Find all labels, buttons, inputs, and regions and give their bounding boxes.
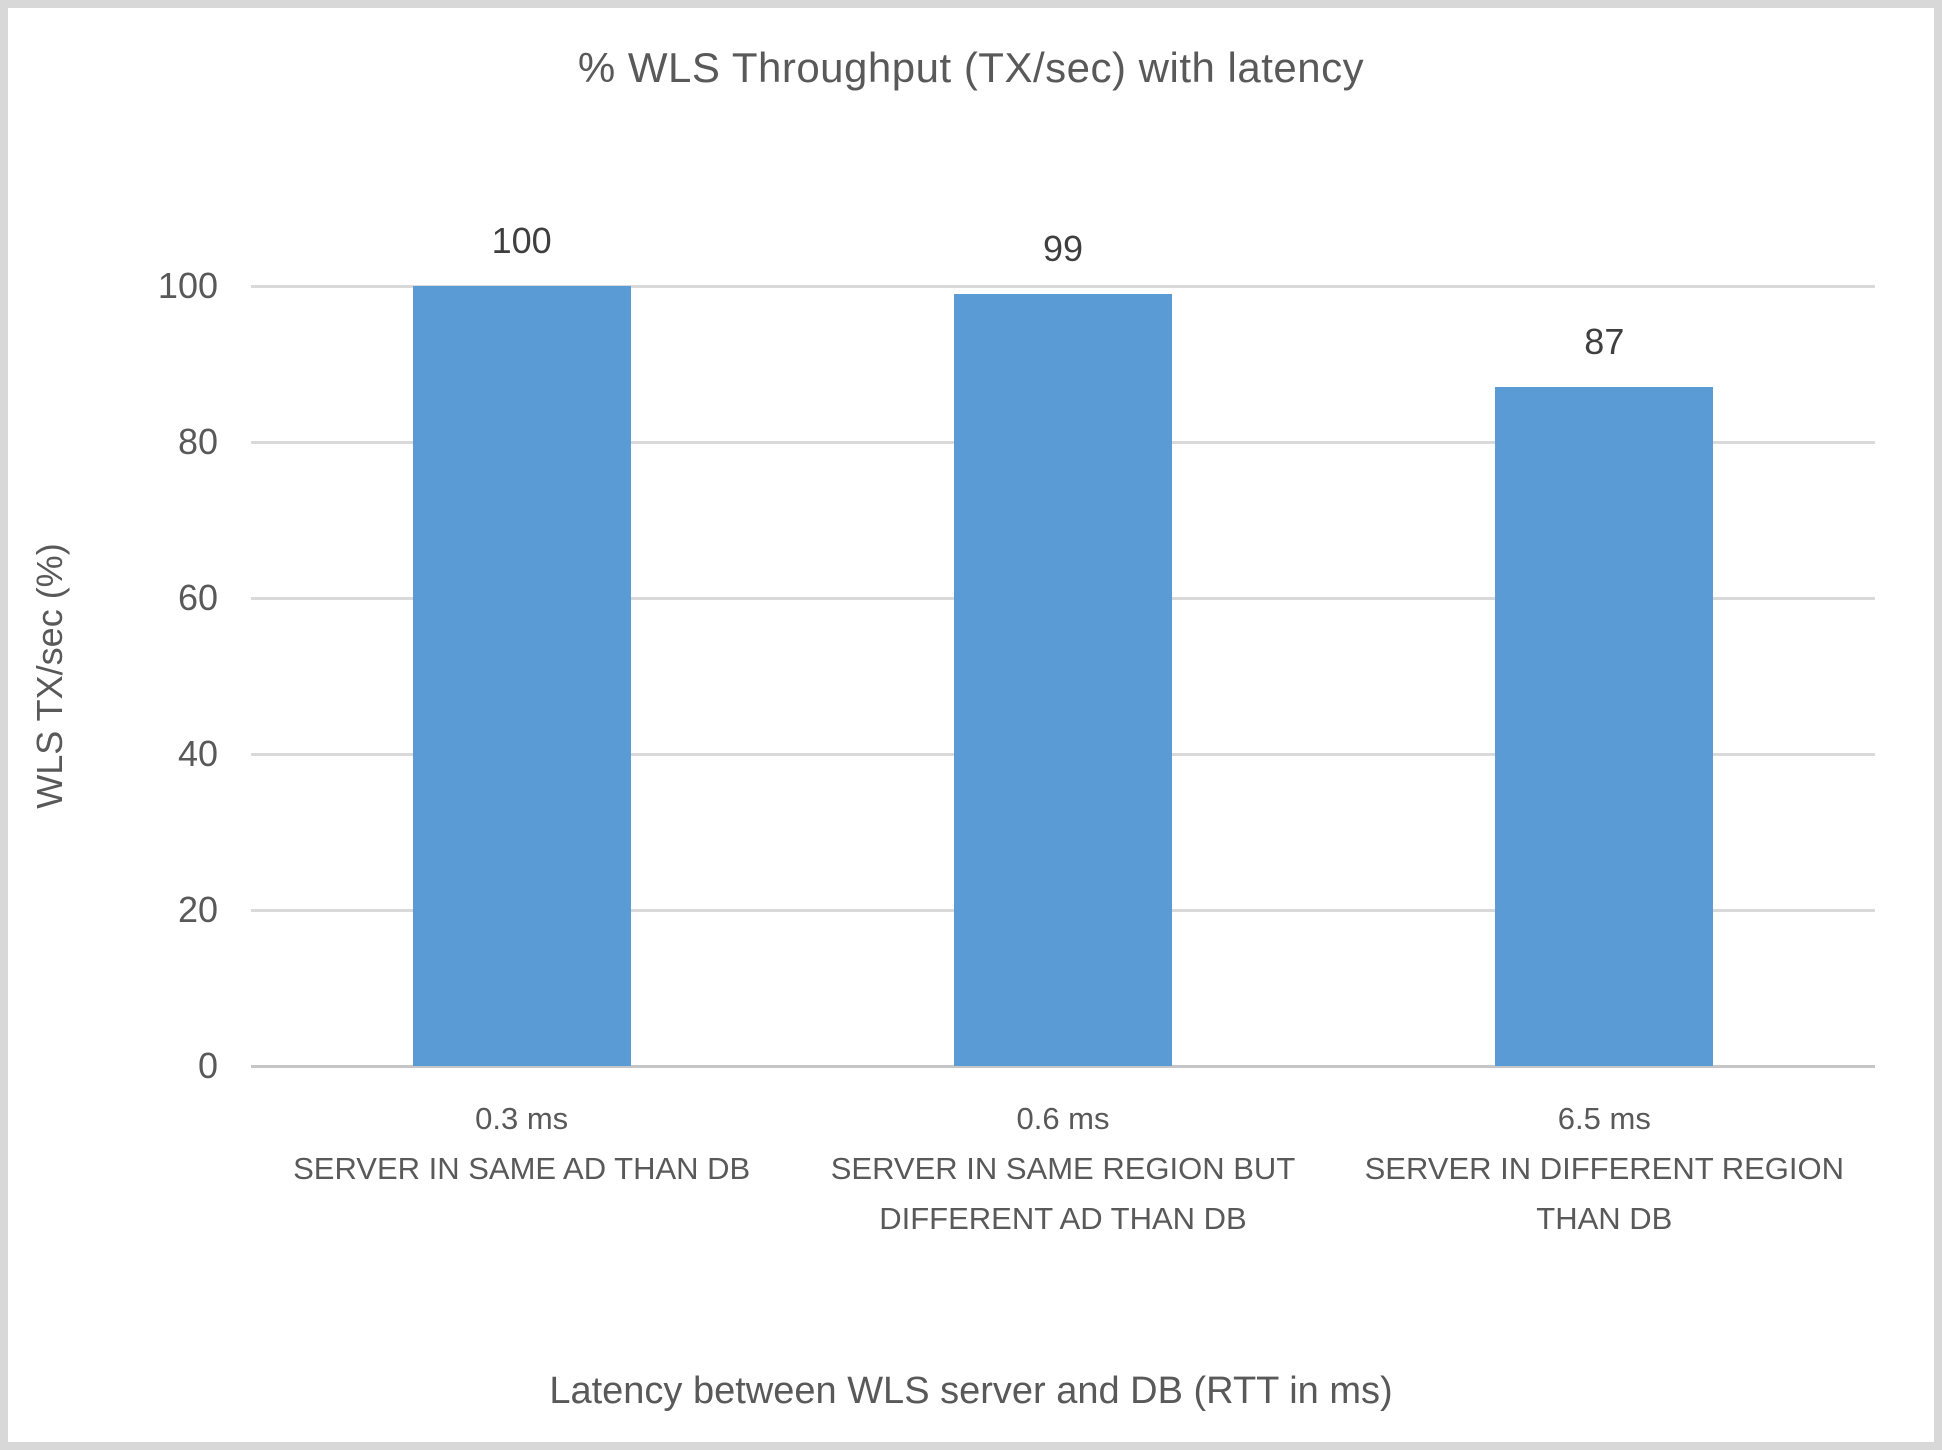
y-tick-label: 40 xyxy=(177,733,218,774)
chart-title: % WLS Throughput (TX/sec) with latency xyxy=(577,44,1365,91)
gridline xyxy=(251,284,1875,288)
bar xyxy=(954,293,1172,1066)
chart-area: % WLS Throughput (TX/sec) with latency W… xyxy=(8,8,1934,1442)
plot-area: 0 20 40 60 80 100 100 0.3 ms SERVER IN SAME AD … xyxy=(8,8,1942,1450)
bar-data-label: 99 xyxy=(1042,227,1084,269)
x-axis-line xyxy=(251,1064,1875,1068)
x-category-label: 6.5 ms SERVER IN DIFFERENT REGION THAN D… xyxy=(1364,1101,1845,1236)
bar-data-label: 100 xyxy=(491,220,552,261)
y-tick-label: 0 xyxy=(197,1045,218,1086)
x-category-label: 0.3 ms SERVER IN SAME AD THAN DB xyxy=(293,1101,751,1186)
x-axis-title: Latency between WLS server and DB (RTT i… xyxy=(549,1370,1393,1412)
y-tick-label: 100 xyxy=(157,265,218,306)
bar xyxy=(412,286,631,1066)
bar-data-label: 87 xyxy=(1584,321,1625,363)
y-tick-label: 20 xyxy=(177,889,218,930)
y-tick-label: 80 xyxy=(177,421,218,462)
y-tick-label: 60 xyxy=(177,577,218,618)
bar xyxy=(1495,387,1714,1066)
x-category-label: 0.6 ms SERVER IN SAME REGION BUT DIFFERE… xyxy=(830,1101,1296,1236)
